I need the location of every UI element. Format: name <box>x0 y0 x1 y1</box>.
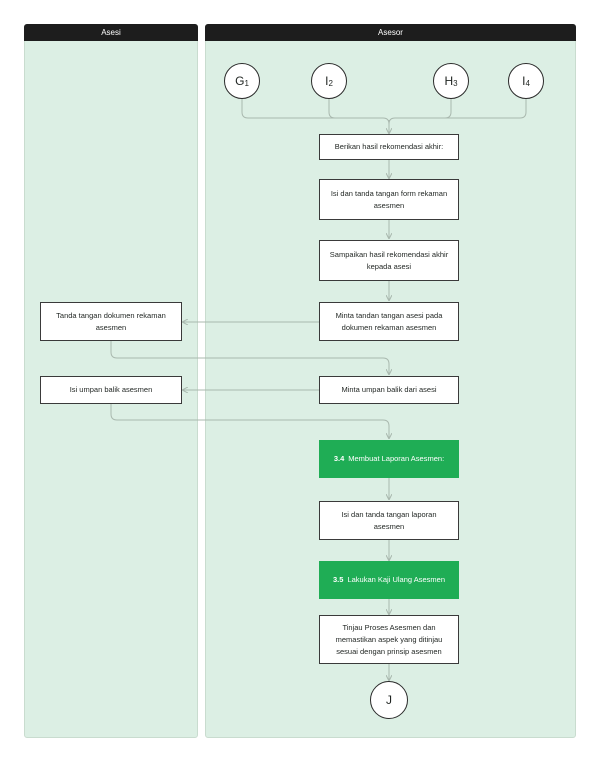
connector-index: 4 <box>525 78 530 88</box>
step-tinjau-proses: Tinjau Proses Asesmen dan memastikan asp… <box>319 615 459 664</box>
connector-j: J <box>370 681 408 719</box>
lane-header-asesor: Asesor <box>205 24 576 41</box>
step-number: 3.4 <box>333 454 345 463</box>
connector-index: 3 <box>453 78 458 88</box>
step-isi-form-rekaman: Isi dan tanda tangan form rekaman asesme… <box>319 179 459 220</box>
connector-index: 1 <box>244 78 249 88</box>
step-berikan-rekomendasi: Berikan hasil rekomendasi akhir: <box>319 134 459 160</box>
lane-header-asesi: Asesi <box>24 24 198 41</box>
step-isi-laporan: Isi dan tanda tangan laporan asesmen <box>319 501 459 540</box>
connector-letter: J <box>386 693 392 707</box>
edge-i4 <box>445 99 527 119</box>
step-label: Lakukan Kaji Ulang Asesmen <box>347 575 445 584</box>
edge-i2 <box>328 99 336 119</box>
step-sampaikan-rekomendasi: Sampaikan hasil rekomendasi akhir kepada… <box>319 240 459 281</box>
edge-g1 <box>241 99 390 125</box>
connector-letter: G <box>235 74 245 88</box>
edge-umpan-return <box>110 404 389 438</box>
connector-index: 2 <box>328 78 333 88</box>
step-minta-tanda-tangan: Minta tandan tangan asesi pada dokumen r… <box>319 302 459 341</box>
step-tanda-tangan-dokumen: Tanda tangan dokumen rekaman asesmen <box>40 302 182 341</box>
connector-letter: H <box>444 74 454 88</box>
step-minta-umpan-balik: Minta umpan balik dari asesi <box>319 376 459 404</box>
step-isi-umpan-balik: Isi umpan balik asesmen <box>40 376 182 404</box>
edge-h3 <box>388 99 452 125</box>
edge-ttd-return <box>110 341 389 374</box>
connector-letter: I <box>522 74 526 88</box>
step-label: Membuat Laporan Asesmen: <box>348 454 445 463</box>
connector-letter: I <box>325 74 329 88</box>
step-number: 3.5 <box>333 575 344 584</box>
